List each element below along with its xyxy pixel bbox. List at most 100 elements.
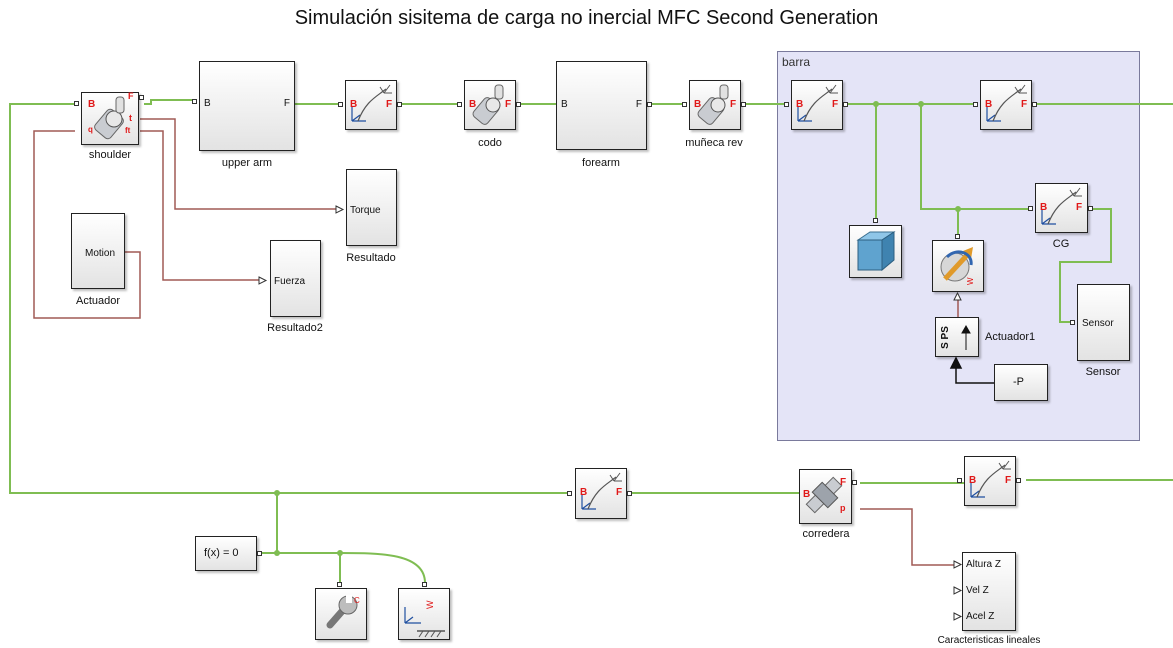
sensor-block[interactable]: Sensor bbox=[1077, 284, 1130, 361]
cg-transform-block[interactable]: B F bbox=[1035, 183, 1088, 233]
mechanism-config-block[interactable]: C bbox=[315, 588, 367, 640]
corredera-port-p: p bbox=[840, 503, 846, 513]
altura-z-port: Altura Z bbox=[966, 559, 1002, 570]
rigid-transform-block[interactable]: B F bbox=[345, 80, 397, 130]
transform-port-b: B bbox=[969, 475, 977, 486]
rigid-transform-block[interactable]: B F bbox=[575, 468, 627, 519]
sensor-label: Sensor bbox=[1085, 366, 1121, 378]
signal-torque bbox=[140, 118, 338, 210]
resultado-scope-block[interactable]: Torque bbox=[346, 169, 397, 246]
codo-port-f: F bbox=[505, 99, 512, 110]
corredera-port-box[interactable] bbox=[852, 480, 857, 485]
cg-port-f: F bbox=[1076, 202, 1083, 213]
rigid-transform-block[interactable]: B F bbox=[791, 80, 843, 130]
rigid-transform-icon bbox=[986, 84, 1027, 122]
input-arrow-icon bbox=[953, 612, 963, 621]
transform-port-f: F bbox=[386, 99, 393, 110]
muneca-port-b: B bbox=[694, 99, 702, 110]
vel-z-port: Vel Z bbox=[966, 585, 989, 596]
shoulder-port-ft: ft bbox=[125, 126, 131, 135]
cg-port-box[interactable] bbox=[1088, 206, 1093, 211]
br-tf-port-box[interactable] bbox=[1016, 478, 1021, 483]
actuador1-sps-block[interactable]: S PS bbox=[935, 317, 979, 357]
shoulder-port-t: t bbox=[129, 113, 132, 123]
barra-subsystem-label: barra bbox=[782, 55, 811, 69]
constant-block[interactable]: -P bbox=[994, 364, 1048, 401]
cg-label: CG bbox=[1052, 238, 1070, 250]
rigid-transform-block[interactable]: B F bbox=[980, 80, 1032, 130]
muneca-port-box[interactable] bbox=[741, 102, 746, 107]
transform-port-f: F bbox=[832, 99, 839, 110]
barra-tf1-port-box[interactable] bbox=[784, 102, 789, 107]
barra-tf1-port-box[interactable] bbox=[843, 102, 848, 107]
external-force-block[interactable]: W bbox=[932, 240, 984, 292]
shoulder-port-box[interactable] bbox=[74, 101, 79, 106]
barra-tf2-port-box[interactable] bbox=[973, 102, 978, 107]
muneca-port-box[interactable] bbox=[682, 102, 687, 107]
rigid-transform-icon bbox=[797, 84, 838, 122]
shoulder-port-f: F bbox=[128, 91, 134, 101]
sensor-port-box[interactable] bbox=[1070, 320, 1075, 325]
wire-to-cg bbox=[920, 104, 1029, 210]
forearm-port-box[interactable] bbox=[647, 102, 652, 107]
codo-port-b: B bbox=[469, 99, 477, 110]
resultado2-label: Resultado2 bbox=[267, 322, 323, 334]
upper-arm-port-box[interactable] bbox=[192, 99, 197, 104]
sensor-port-label: Sensor bbox=[1082, 318, 1114, 329]
rigid-transform-icon bbox=[581, 472, 622, 510]
transform1-port-box[interactable] bbox=[338, 102, 343, 107]
world-frame-block[interactable]: W bbox=[398, 588, 450, 640]
forearm-out: F bbox=[635, 99, 642, 110]
signal-corredera-out bbox=[860, 508, 955, 566]
signal-fuerza bbox=[140, 130, 261, 281]
world-frame-port-box[interactable] bbox=[422, 582, 427, 587]
constant-value: -P bbox=[1013, 376, 1024, 388]
input-arrow-icon bbox=[335, 205, 345, 214]
transform1-port-box[interactable] bbox=[397, 102, 402, 107]
bottom-tf-port-box[interactable] bbox=[627, 491, 632, 496]
shoulder-port-q: q bbox=[88, 125, 93, 134]
muneca-joint-block[interactable]: B F bbox=[689, 80, 741, 130]
motion-port-label: Motion bbox=[85, 248, 116, 259]
torque-port-label: Torque bbox=[350, 205, 381, 216]
prismatic-joint-icon bbox=[805, 476, 843, 514]
shoulder-port-b: B bbox=[88, 99, 96, 110]
codo-port-box[interactable] bbox=[516, 102, 521, 107]
force-port-box[interactable] bbox=[955, 234, 960, 239]
arrow-up-icon bbox=[961, 324, 971, 350]
shoulder-port-box[interactable] bbox=[139, 95, 144, 100]
cg-port-box[interactable] bbox=[1028, 206, 1033, 211]
transform-port-b: B bbox=[580, 487, 588, 498]
svg-text:W: W bbox=[425, 600, 435, 609]
transform-port-f: F bbox=[1005, 475, 1012, 486]
solver-config-block[interactable]: f(x) = 0 bbox=[195, 536, 257, 571]
forearm-label: forearm bbox=[582, 157, 620, 169]
wire-solver-branch bbox=[262, 493, 278, 554]
barra-tf2-port-box[interactable] bbox=[1032, 102, 1037, 107]
corredera-label: corredera bbox=[802, 528, 850, 540]
resultado-label: Resultado bbox=[346, 252, 396, 264]
br-tf-port-box[interactable] bbox=[957, 478, 962, 483]
rigid-transform-block[interactable]: B F bbox=[964, 456, 1016, 506]
solid-block[interactable] bbox=[849, 225, 902, 278]
solver-port-box[interactable] bbox=[257, 551, 262, 556]
cube-port-box[interactable] bbox=[873, 218, 878, 223]
input-arrow-icon bbox=[258, 276, 268, 285]
codo-port-box[interactable] bbox=[457, 102, 462, 107]
mech-config-port-box[interactable] bbox=[337, 582, 342, 587]
caracteristicas-scope-block[interactable]: Altura Z Vel Z Acel Z bbox=[962, 552, 1016, 631]
transform-port-b: B bbox=[985, 99, 993, 110]
resultado2-scope-block[interactable]: Fuerza bbox=[270, 240, 321, 317]
input-arrow-icon bbox=[953, 586, 963, 595]
actuador-block[interactable]: Motion bbox=[71, 213, 125, 289]
upper-arm-block[interactable]: B F bbox=[199, 61, 295, 151]
bottom-tf-port-box[interactable] bbox=[567, 491, 572, 496]
cg-port-b: B bbox=[1040, 202, 1048, 213]
shoulder-joint-block[interactable]: B F t ft q bbox=[81, 91, 139, 145]
rigid-transform-icon bbox=[970, 460, 1011, 498]
actuador-label: Actuador bbox=[75, 295, 121, 307]
revolute-joint-icon bbox=[697, 84, 729, 125]
codo-joint-block[interactable]: B F bbox=[464, 80, 516, 130]
corredera-joint-block[interactable]: B F p bbox=[799, 469, 852, 524]
forearm-block[interactable]: B F bbox=[556, 61, 647, 150]
